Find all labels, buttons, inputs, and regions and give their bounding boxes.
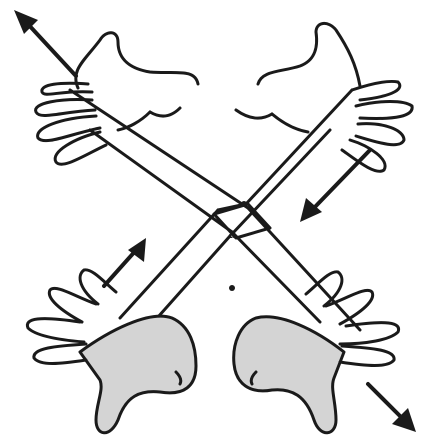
bottom-right-hand [234,272,399,433]
arrow-right-upper [300,150,370,222]
bottom-left-hand [27,270,196,433]
crossing-marker: a [228,227,235,241]
arrow-top-left [14,10,76,76]
top-left-hand [36,33,198,165]
arrow-bottom-left [104,238,146,286]
arrow-bottom-right [368,384,416,432]
top-right-hand [236,23,412,171]
